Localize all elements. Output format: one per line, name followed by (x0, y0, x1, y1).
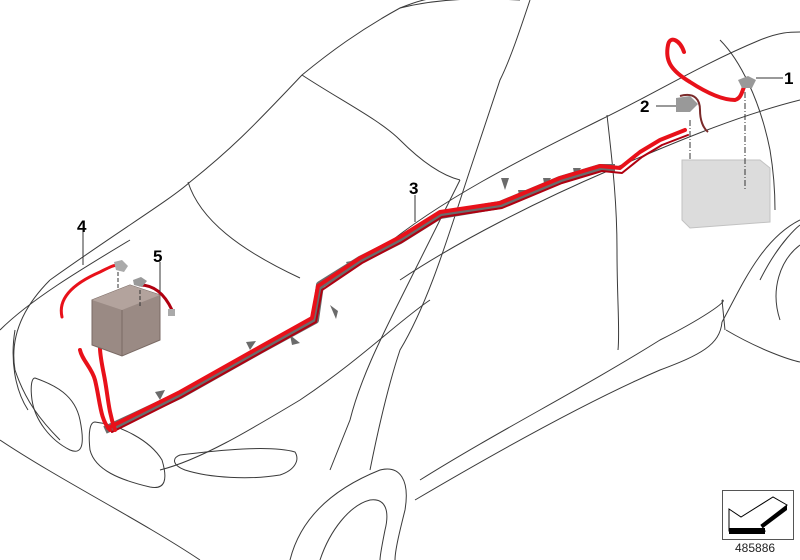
callout-2: 2 (640, 97, 650, 116)
front-battery (91, 284, 161, 357)
cable-4 (59, 263, 120, 319)
cable-5 (138, 283, 174, 312)
cable-5-terminal (168, 309, 175, 316)
cable-harness-3 (78, 128, 689, 433)
leader-lines (82, 77, 783, 308)
view-direction-arrow-icon (728, 496, 788, 534)
rear-battery (681, 159, 771, 229)
callout-3: 3 (409, 179, 419, 198)
callout-1: 1 (784, 69, 794, 88)
cable-2 (679, 94, 709, 133)
cable-1-terminal (738, 76, 756, 88)
view-direction-box (722, 490, 794, 540)
cable-2-clamp (676, 96, 698, 112)
cable-4-terminal (114, 260, 128, 272)
callout-4: 4 (77, 217, 87, 236)
cable-5-clamp (133, 277, 147, 287)
diagram-reference-number: 485886 (735, 541, 776, 555)
cable-1 (665, 37, 747, 103)
callout-5: 5 (153, 247, 163, 266)
